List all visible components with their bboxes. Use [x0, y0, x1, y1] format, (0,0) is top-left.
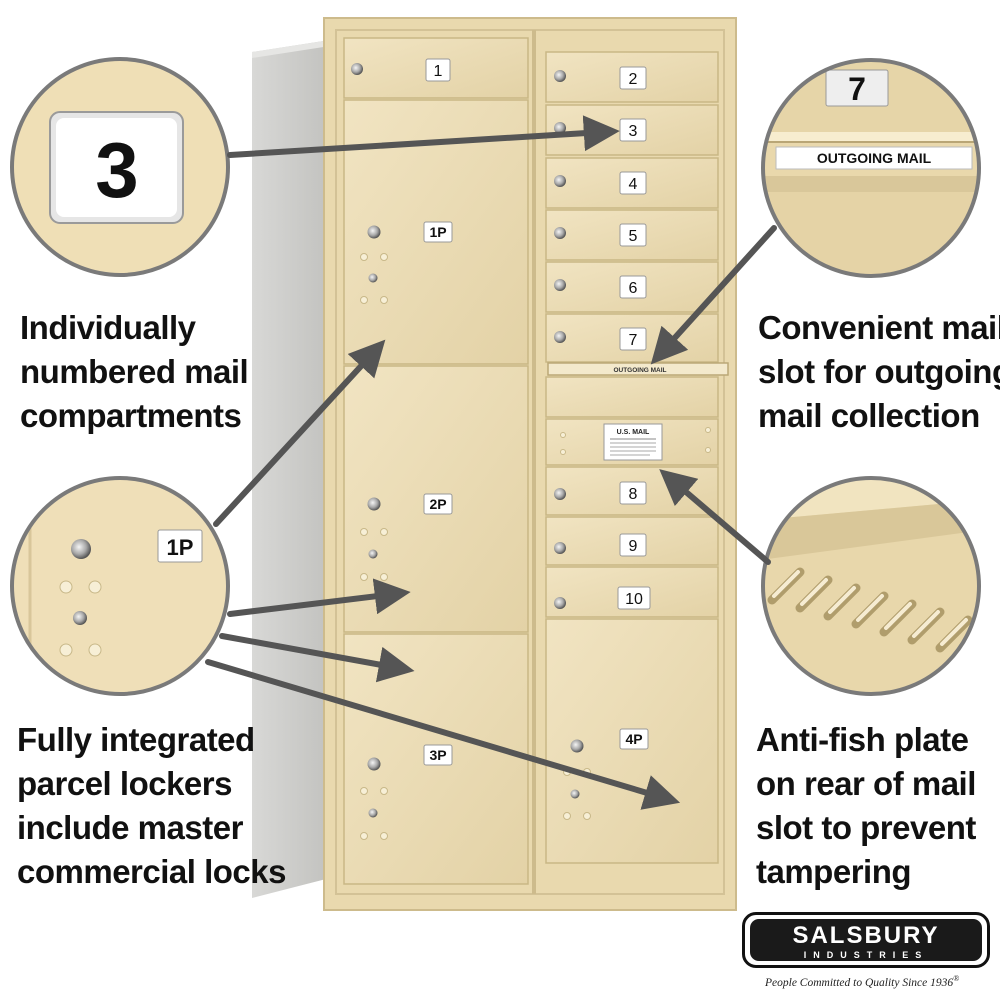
parcel-locker-number: 3P: [429, 747, 446, 763]
lock-icon: [554, 227, 566, 239]
caption-parcel-lockers: Fully integrated parcel lockers include …: [17, 721, 287, 890]
parcel-lock-cluster-3p: [360, 757, 388, 840]
registered-mark: ®: [953, 974, 960, 983]
compartment-number: 6: [629, 280, 638, 297]
caption-numbered-compartments: Individually numbered mail compartments: [20, 309, 249, 434]
lock-icon: [71, 539, 91, 559]
master-lock-icon: [570, 789, 580, 799]
master-lock-icon: [73, 611, 87, 625]
parcel-lock-cluster-1p: [360, 225, 388, 304]
lock-icon: [367, 225, 381, 239]
callout-anti-fish-plate: [761, 476, 981, 696]
parcel-locker-number: 1P: [429, 224, 446, 240]
callout-parcel-number: 1P: [167, 535, 194, 560]
arrow-to-anti-fish-plate: [659, 469, 771, 565]
parcel-lock-cluster-2p: [360, 497, 388, 581]
master-lock-icon: [368, 549, 378, 559]
lock-icon: [367, 497, 381, 511]
parcel-locker-number: 2P: [429, 496, 446, 512]
blank-panel: [545, 376, 719, 418]
caption-anti-fish-plate: Anti-fish plate on rear of mail slot to …: [756, 721, 976, 890]
usmail-label: U.S. MAIL: [617, 429, 650, 436]
compartment-number: 4: [629, 176, 638, 193]
compartment-number: 2: [629, 71, 638, 88]
lock-icon: [554, 542, 566, 554]
lock-icon: [554, 70, 566, 82]
caption-outgoing-slot: Convenient mail slot for outgoing mail c…: [758, 309, 1000, 434]
compartment-number: 10: [625, 591, 643, 608]
compartment-number-plates: 1 2 3 4 5 6 7 8 9 10: [425, 58, 651, 610]
brand-subtitle: INDUSTRIES: [803, 950, 929, 960]
lock-icon: [554, 279, 566, 291]
callout-outgoing-slot: 7 OUTGOING MAIL: [761, 58, 981, 278]
arrow-to-parcel-3p: [219, 633, 415, 683]
master-lock-icon: [368, 273, 378, 283]
callout-slot-label: OUTGOING MAIL: [817, 150, 932, 166]
compartment-number: 9: [629, 538, 638, 555]
callout-compartment-number: 3: [95, 126, 138, 214]
lock-icon: [554, 122, 566, 134]
arrow-to-parcel-4p: [205, 659, 681, 810]
outgoing-slot-label: OUTGOING MAIL: [613, 367, 666, 374]
brand-tagline: People Committed to Quality Since 1936®: [765, 974, 960, 989]
compartment-number: 5: [629, 228, 638, 245]
lock-icon: [554, 175, 566, 187]
compartment-number: 1: [434, 63, 443, 80]
arrow-to-parcel-2p: [227, 578, 411, 617]
callout-parcel-locker: 1P: [10, 476, 230, 696]
lock-icon: [351, 63, 363, 75]
outgoing-mail-slot: [547, 362, 729, 376]
pointer-arrows: [205, 115, 777, 810]
compartment-number: 7: [629, 332, 638, 349]
callout-numbered-compartment: 3: [10, 57, 230, 277]
compartment-number: 8: [629, 486, 638, 503]
usmail-plate: U.S. MAIL: [560, 423, 711, 461]
arrow-to-compartment-3: [227, 115, 620, 158]
lock-icon: [554, 488, 566, 500]
master-lock-icon: [368, 808, 378, 818]
lock-icon: [554, 331, 566, 343]
brand-name: SALSBURY: [792, 922, 940, 949]
lock-icon: [570, 739, 584, 753]
compartment-locks: [351, 63, 566, 609]
callout-compartment-number: 7: [848, 71, 866, 107]
compartment-number: 3: [629, 123, 638, 140]
lock-icon: [554, 597, 566, 609]
lock-icon: [367, 757, 381, 771]
parcel-locker-plates: 1P 2P 3P 4P: [423, 221, 649, 766]
arrow-to-parcel-1p: [213, 339, 386, 527]
arrow-to-outgoing-slot: [650, 225, 777, 365]
salsbury-logo: SALSBURY INDUSTRIES: [742, 912, 990, 968]
parcel-locker-number: 4P: [625, 731, 642, 747]
